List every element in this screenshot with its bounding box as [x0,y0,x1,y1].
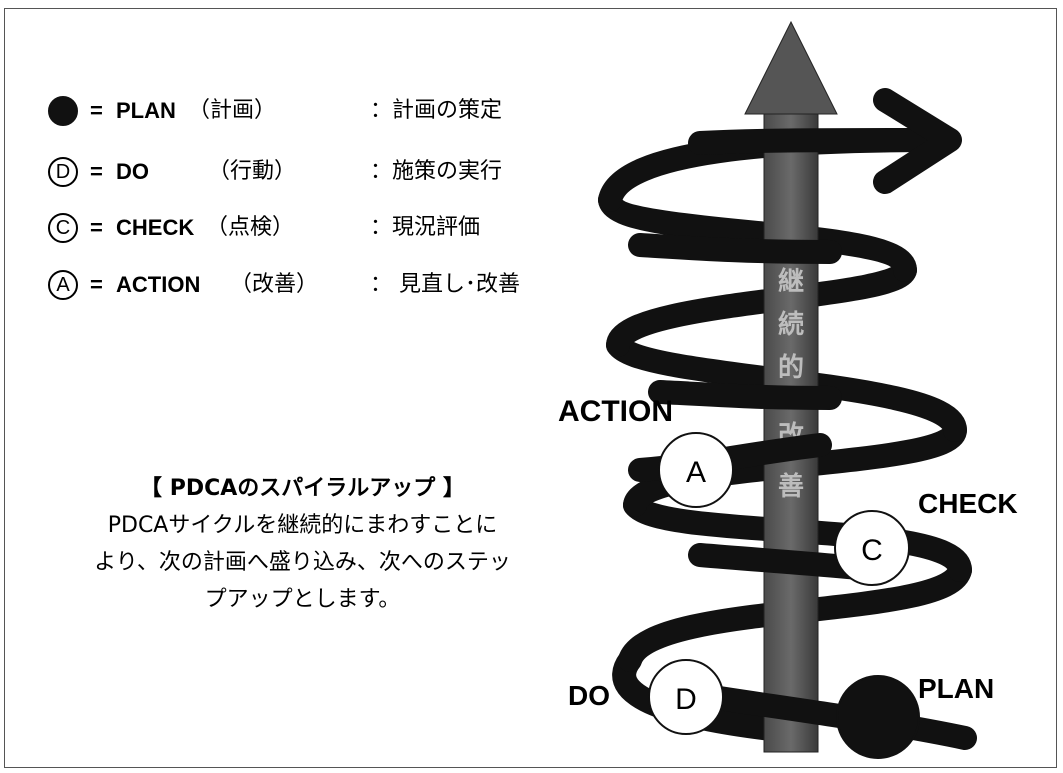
legend-equals: = [90,215,103,240]
legend-desc-plan: ：計画の策定 [370,98,503,123]
caption-title: 【 PDCAのスパイラルアップ 】 [140,476,465,501]
node-action-letter: A [686,456,706,489]
figure-frame [4,8,1057,768]
legend-desc-action: ： 見直し･改善 [370,272,520,297]
d-circle-icon: D [48,157,78,187]
spiral-arrowhead-icon [873,88,962,194]
caption-line-1: PDCAサイクルを継続的にまわすことに [107,513,498,538]
node-check: C [834,510,910,586]
legend-term-plan: PLAN [116,98,176,123]
plan-filled-circle-icon [48,96,78,126]
legend-desc-do: ：施策の実行 [370,159,503,184]
label-do: DO [568,680,610,711]
legend-jp-check: （点検） [206,215,295,240]
label-check: CHECK [918,488,1018,519]
arrow-char-2: 続 [778,309,804,339]
node-do-letter: D [675,683,697,716]
legend-equals: = [90,98,103,123]
legend-jp-action: （改善） [230,272,319,297]
legend-jp-plan: （計画） [188,98,277,123]
node-plan [836,675,920,759]
caption: 【 PDCAのスパイラルアップ 】 PDCAサイクルを継続的にまわすことに より… [30,470,575,618]
arrow-char-3: 的 [778,352,804,382]
legend-term-do: DO [116,159,149,184]
caption-line-3: プアップとします。 [204,587,401,612]
arrow-char-5: 善 [778,471,804,501]
caption-line-2: より、次の計画へ盛り込み、次へのステッ [94,550,511,575]
a-circle-icon: A [48,270,78,300]
node-action: A [658,432,734,508]
node-check-letter: C [861,534,883,567]
continuous-improvement-arrow [744,20,838,753]
arrow-head-icon [744,20,838,115]
legend-equals: = [90,272,103,297]
node-do: D [648,659,724,735]
legend-term-action: ACTION [116,272,201,297]
arrow-shaft [763,111,819,753]
legend-equals: = [90,159,103,184]
legend-desc-check: ：現況評価 [370,215,481,240]
legend-jp-do: （行動） [208,159,297,184]
label-action: ACTION [558,395,673,428]
legend-term-check: CHECK [116,215,195,240]
c-circle-icon: C [48,213,78,243]
label-plan: PLAN [918,673,994,704]
arrow-char-1: 継 [778,266,804,296]
